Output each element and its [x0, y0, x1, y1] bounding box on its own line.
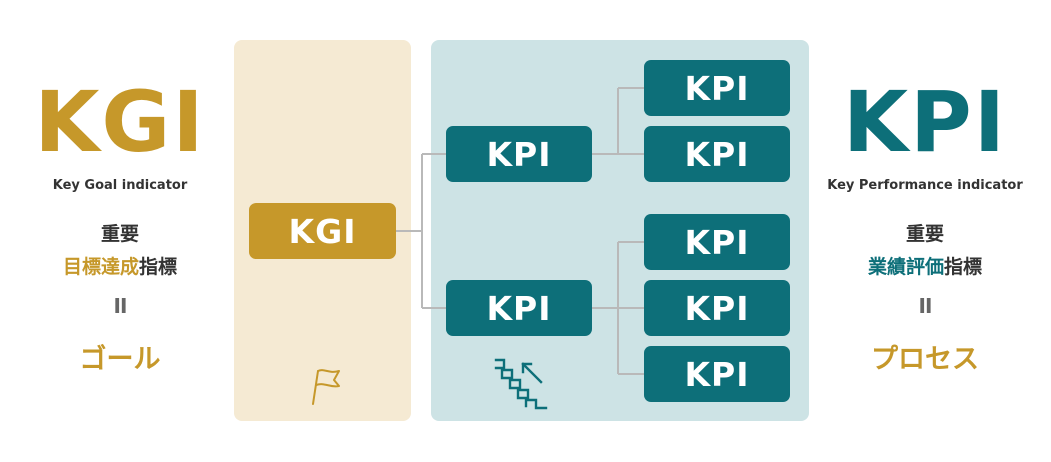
kpi-box-level2-4: KPI — [644, 280, 790, 336]
kpi-box-level2-1: KPI — [644, 60, 790, 116]
flag-icon — [312, 369, 340, 405]
kgi-box: KGI — [249, 203, 396, 259]
connector-kpi-lower-children — [592, 241, 644, 375]
kpi-box-level1-upper: KPI — [446, 126, 592, 182]
kgi-heading: KGI — [34, 73, 206, 171]
kpi-line-2-highlight: 業績評価 — [867, 256, 944, 278]
kpi-line-1: 重要 — [905, 223, 944, 245]
connector-kpi-upper-children — [592, 87, 644, 155]
kgi-result: ゴール — [79, 344, 161, 375]
kpi-box-level2-5: KPI — [644, 346, 790, 402]
connector-kgi-to-kpi — [396, 153, 446, 309]
kpi-line-2-rest: 指標 — [944, 256, 983, 278]
kpi-heading: KPI — [843, 73, 1007, 171]
kgi-line-2-highlight: 目標達成 — [62, 256, 139, 278]
kgi-line-2-rest: 指標 — [139, 256, 178, 278]
kpi-subtitle: Key Performance indicator — [827, 178, 1023, 193]
kpi-box-level2-2: KPI — [644, 126, 790, 182]
kpi-equals-sign: II — [918, 294, 933, 318]
kpi-box-level1-lower: KPI — [446, 280, 592, 336]
kgi-subtitle: Key Goal indicator — [52, 178, 188, 193]
kgi-equals-sign: II — [113, 294, 128, 318]
kpi-line-2: 業績評価指標 — [805, 252, 1045, 279]
kgi-line-2: 目標達成指標 — [0, 252, 240, 279]
kpi-box-level2-3: KPI — [644, 214, 790, 270]
kpi-result: プロセス — [871, 344, 979, 375]
kgi-line-1: 重要 — [100, 223, 139, 245]
stairs-up-icon — [494, 358, 548, 410]
